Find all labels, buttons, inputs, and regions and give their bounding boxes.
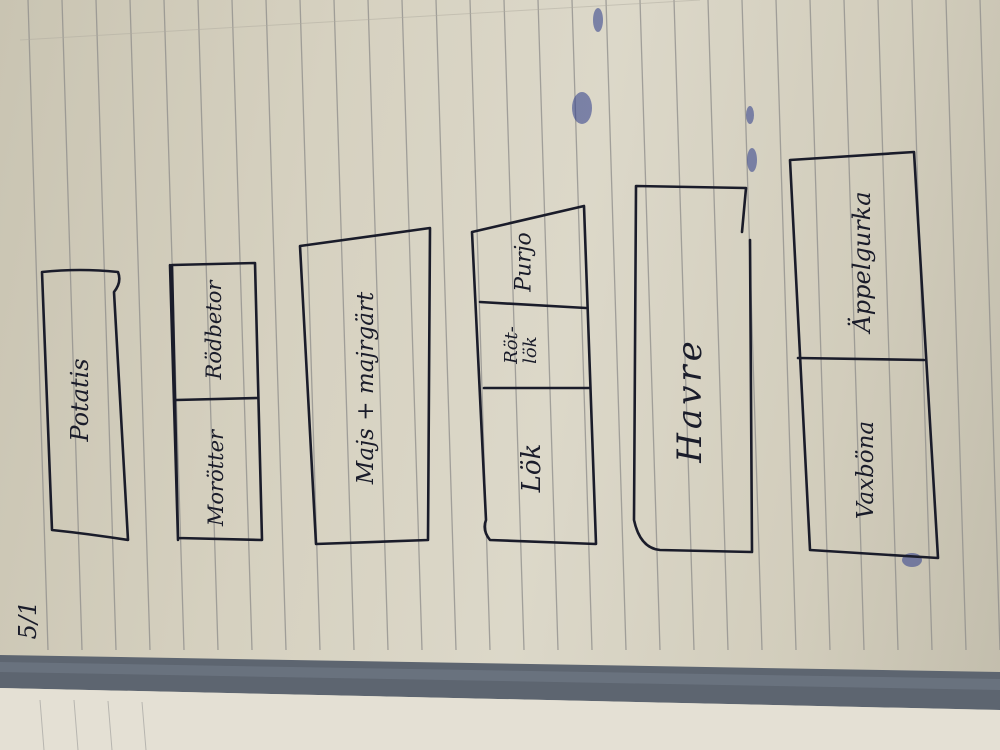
page-date: 5/1 — [14, 600, 42, 640]
label-morotter: Morötter — [204, 429, 228, 527]
box4-divider-1 — [478, 300, 588, 310]
box-morotter-rodbetor — [168, 261, 264, 542]
box2-divider — [174, 396, 260, 402]
label-potatis: Potatis — [66, 358, 94, 442]
label-purjo: Purjo — [511, 232, 537, 292]
label-majs: Majs + majrgärt — [353, 291, 379, 485]
box-vaxbona-appelgurka — [788, 150, 940, 560]
box-havre — [632, 184, 754, 554]
box-potatis — [40, 268, 130, 542]
label-appelgurka: Äppelgurka — [848, 191, 876, 333]
box6-divider — [796, 356, 926, 362]
label-vaxbona: Vaxböna — [853, 420, 879, 520]
ribbon-bookmark — [0, 655, 1000, 710]
label-rotlok: Röt- lök — [501, 326, 541, 364]
rule-lines — [27, 0, 1000, 651]
label-lok: Lök — [517, 443, 547, 493]
label-rodbetor: Rödbetor — [202, 280, 226, 380]
box-majs — [298, 226, 432, 546]
label-havre: Havre — [670, 337, 710, 463]
box-lok-rotlok-purjo — [470, 204, 598, 546]
lower-page — [0, 688, 1000, 750]
